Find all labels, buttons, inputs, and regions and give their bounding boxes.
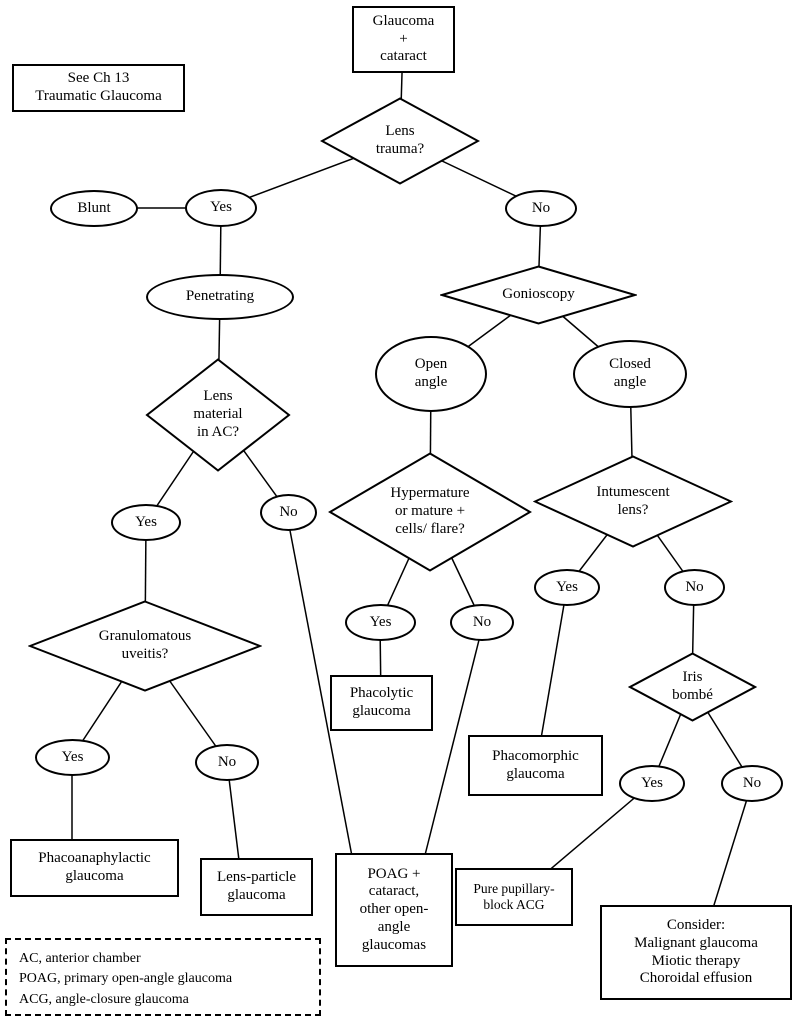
node-pupillary-block-label: Pure pupillary- block ACG xyxy=(473,881,555,912)
decision-granulomatous: Granulomatous uveitis? xyxy=(28,600,262,692)
diamond-shape xyxy=(145,358,291,472)
node-lens-trauma-yes-label: Yes xyxy=(210,199,232,216)
node-glaucoma-cataract-label: Glaucoma + cataract xyxy=(372,12,435,65)
node-poag-label: POAG + cataract, other open- angle glauc… xyxy=(359,865,429,953)
node-hypermature-yes-label: Yes xyxy=(369,613,392,630)
node-see-ch13-label: See Ch 13 Traumatic Glaucoma xyxy=(35,70,162,104)
node-consider: Consider: Malignant glaucoma Miotic ther… xyxy=(600,905,792,1000)
node-see-ch13: See Ch 13 Traumatic Glaucoma xyxy=(12,64,185,112)
node-blunt: Blunt xyxy=(50,190,138,227)
decision-intumescent: Intumescent lens? xyxy=(533,455,733,548)
node-consider-label: Consider: Malignant glaucoma Miotic ther… xyxy=(634,917,758,987)
node-phacoanaphylactic: Phacoanaphylactic glaucoma xyxy=(10,839,179,897)
node-intumescent-no: No xyxy=(664,569,725,606)
node-lens-trauma-no-label: No xyxy=(531,199,551,216)
node-phacomorphic: Phacomorphic glaucoma xyxy=(468,735,603,796)
decision-lens-trauma-label: Lens trauma? xyxy=(375,123,425,157)
node-glaucoma-cataract: Glaucoma + cataract xyxy=(352,6,455,73)
node-poag: POAG + cataract, other open- angle glauc… xyxy=(335,853,453,967)
node-iris-bombe-no: No xyxy=(721,765,783,802)
legend-box: AC, anterior chamber POAG, primary open-… xyxy=(5,938,321,1016)
decision-gonioscopy-label: Gonioscopy xyxy=(502,286,575,303)
node-lens-particle: Lens-particle glaucoma xyxy=(200,858,313,916)
node-lens-trauma-yes: Yes xyxy=(185,189,257,227)
diamond-shape xyxy=(328,452,532,572)
legend-line-poag: POAG, primary open-angle glaucoma xyxy=(19,971,233,987)
diamond-shape xyxy=(628,652,757,722)
decision-iris-bombe: Iris bombé xyxy=(628,652,757,722)
decision-iris-bombe-label: Iris bombé xyxy=(672,669,713,703)
node-phacolytic: Phacolytic glaucoma xyxy=(330,675,433,731)
node-penetrating: Penetrating xyxy=(146,274,294,320)
node-intumescent-yes-label: Yes xyxy=(556,578,578,595)
node-hypermature-no-label: No xyxy=(472,613,492,630)
legend-line-acg: ACG, angle-closure glaucoma xyxy=(19,991,189,1007)
node-phacomorphic-label: Phacomorphic glaucoma xyxy=(492,747,579,782)
node-lens-particle-label: Lens-particle glaucoma xyxy=(216,869,297,903)
node-lens-material-yes-label: Yes xyxy=(135,513,157,530)
decision-lens-trauma: Lens trauma? xyxy=(320,97,480,185)
node-lens-material-no: No xyxy=(260,494,317,531)
node-lens-material-no-label: No xyxy=(279,503,298,520)
node-granulomatous-no-label: No xyxy=(217,753,237,770)
node-closed-angle-label: Closed angle xyxy=(609,356,651,390)
node-hypermature-no: No xyxy=(450,604,514,641)
node-granulomatous-no: No xyxy=(195,744,259,781)
node-penetrating-label: Penetrating xyxy=(185,288,255,305)
node-open-angle-label: Open angle xyxy=(414,356,448,390)
node-phacoanaphylactic-label: Phacoanaphylactic glaucoma xyxy=(38,850,151,884)
decision-granulomatous-label: Granulomatous uveitis? xyxy=(98,628,192,662)
node-granulomatous-yes-label: Yes xyxy=(61,748,84,765)
node-phacolytic-label: Phacolytic glaucoma xyxy=(349,685,414,719)
legend-line-ac: AC, anterior chamber xyxy=(19,951,141,966)
node-iris-bombe-no-label: No xyxy=(742,774,762,791)
node-lens-material-yes: Yes xyxy=(111,504,181,541)
decision-gonioscopy: Gonioscopy xyxy=(440,265,637,325)
decision-hypermature-label: Hypermature or mature + cells/ flare? xyxy=(390,485,470,537)
diamond-shape xyxy=(440,265,637,325)
node-iris-bombe-yes: Yes xyxy=(619,765,685,802)
node-open-angle: Open angle xyxy=(375,336,487,412)
decision-lens-material: Lens material in AC? xyxy=(145,358,291,472)
node-lens-trauma-no: No xyxy=(505,190,577,227)
decision-lens-material-label: Lens material in AC? xyxy=(193,388,243,440)
node-blunt-label: Blunt xyxy=(77,199,111,216)
node-intumescent-no-label: No xyxy=(685,578,704,595)
node-closed-angle: Closed angle xyxy=(573,340,687,408)
node-intumescent-yes: Yes xyxy=(534,569,600,606)
decision-hypermature: Hypermature or mature + cells/ flare? xyxy=(328,452,532,572)
diamond-shape xyxy=(533,455,733,548)
node-hypermature-yes: Yes xyxy=(345,604,416,641)
node-iris-bombe-yes-label: Yes xyxy=(641,774,663,791)
node-pupillary-block: Pure pupillary- block ACG xyxy=(455,868,573,926)
diamond-shape xyxy=(28,600,262,692)
node-granulomatous-yes: Yes xyxy=(35,739,110,776)
decision-intumescent-label: Intumescent lens? xyxy=(596,483,670,518)
diamond-shape xyxy=(320,97,480,185)
